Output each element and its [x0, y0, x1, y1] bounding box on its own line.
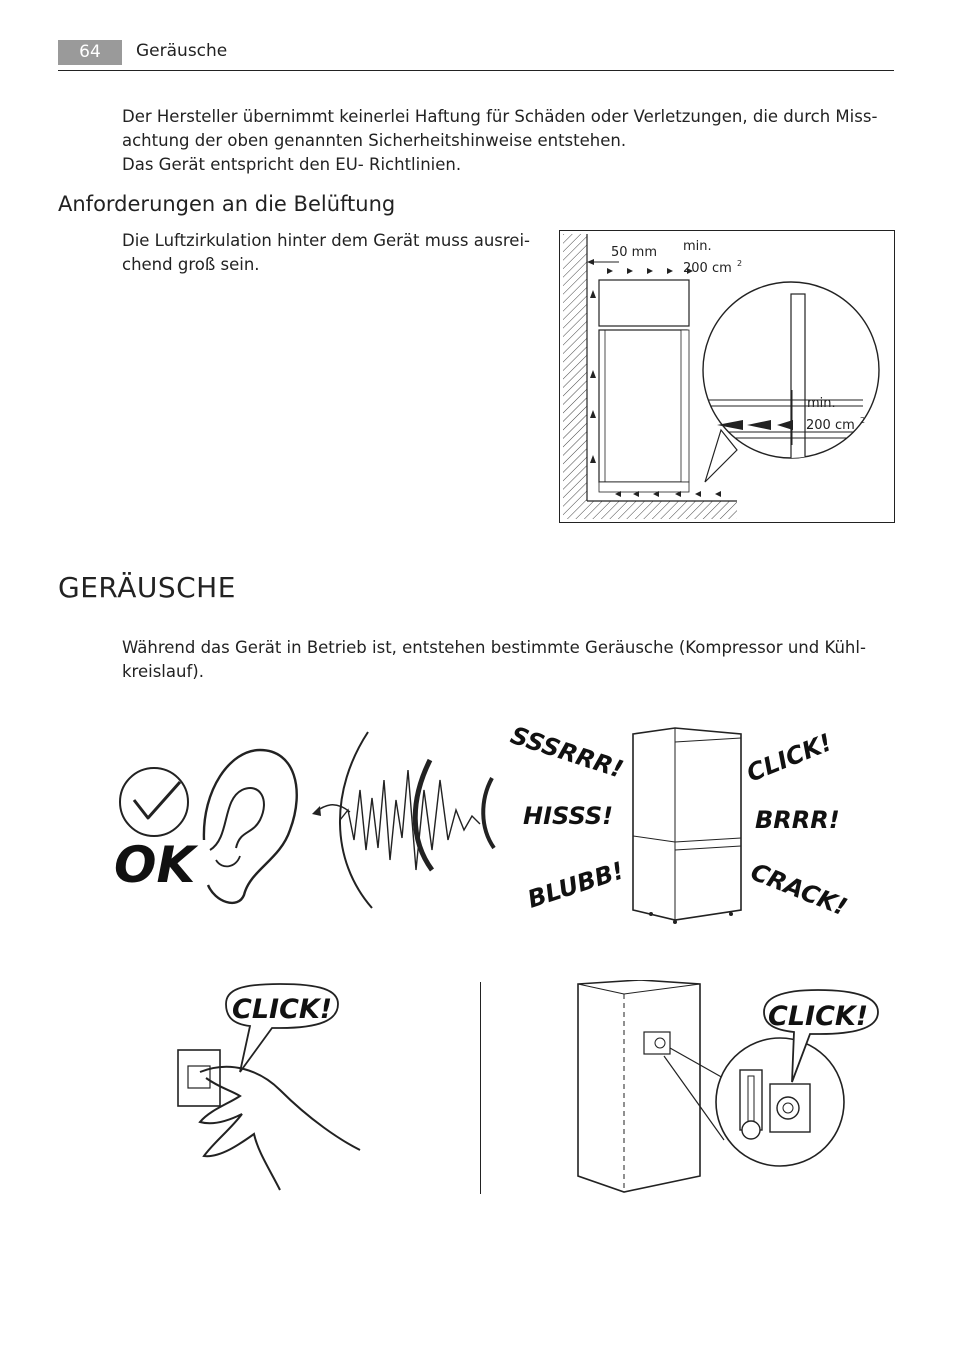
switch-click-label: CLICK!	[232, 994, 332, 1025]
sound-wave	[339, 769, 481, 871]
page-header: 64 Geräusche	[58, 40, 894, 71]
thermostat-click-illustration: CLICK!	[577, 980, 879, 1193]
ventilation-diagram: 50 mm min. 200 cm 2 min. 200 cm 2	[559, 230, 895, 523]
noises-line-2: kreislauf).	[122, 662, 204, 681]
ventilation-heading: Anforderungen an die Belüftung	[58, 192, 396, 216]
noises-paragraph: Während das Gerät in Betrieb ist, entste…	[122, 636, 866, 684]
intro-line-3: Das Gerät entspricht den EU- Richtlinien…	[122, 155, 462, 174]
running-title: Geräusche	[136, 41, 228, 61]
check-circle	[119, 767, 189, 837]
intro-paragraph: Der Hersteller übernimmt keinerlei Haftu…	[122, 105, 877, 177]
hand-icon	[199, 1065, 361, 1151]
sound-blubb: BLUBB!	[524, 856, 627, 913]
fridge-body	[598, 329, 688, 483]
zoom-area-superscript: 2	[860, 416, 865, 425]
floor-hatch	[587, 501, 737, 519]
fridge-noises-illustration: SSSRRR! HISSS! BLUBB! CLICK! BRRR! CRACK…	[507, 721, 851, 924]
bottom-airflow-arrows	[615, 491, 721, 497]
thermostat-click-label: CLICK!	[768, 1001, 868, 1032]
top-airflow-arrows	[607, 268, 693, 274]
speech-bubble	[225, 983, 339, 1073]
ventilation-line-2: chend groß sein.	[122, 255, 260, 274]
sound-hisss: HISSS!	[523, 802, 613, 830]
page-number: 64	[58, 40, 122, 65]
wall-hatch	[563, 234, 587, 519]
sound-brrr: BRRR!	[755, 806, 840, 834]
ear-icon	[202, 748, 298, 905]
cabinet-top	[598, 279, 690, 327]
sound-sssrrr: SSSRRR!	[507, 721, 626, 784]
tall-fridge-icon	[577, 980, 701, 1193]
noises-heading: GERÄUSCHE	[58, 571, 236, 604]
intro-line-1: Der Hersteller übernimmt keinerlei Haftu…	[122, 107, 878, 126]
top-area-label: 200 cm	[683, 261, 732, 276]
switch-click-illustration: CLICK!	[177, 983, 361, 1191]
ok-label: OK	[114, 836, 199, 894]
check-icon	[132, 781, 182, 820]
zoom-airflow-arrows	[717, 420, 793, 430]
zoom-area-label: 200 cm	[806, 418, 855, 433]
gap-label: 50 mm	[611, 245, 657, 260]
figure-divider	[480, 982, 481, 1194]
intro-line-2: achtung der oben genannten Sicherheitshi…	[122, 131, 627, 150]
fridge-icon	[632, 727, 742, 924]
sound-click: CLICK!	[743, 728, 836, 787]
ear-illustration: OK	[114, 731, 496, 909]
ventilation-paragraph: Die Luftzirkulation hinter dem Gerät mus…	[122, 229, 530, 277]
sound-crack: CRACK!	[747, 858, 851, 922]
noises-line-1: Während das Gerät in Betrieb ist, entste…	[122, 638, 866, 657]
top-min-label: min.	[683, 239, 712, 254]
speech-bubble-thermostat	[763, 989, 879, 1083]
top-area-superscript: 2	[737, 259, 742, 268]
ventilation-line-1: Die Luftzirkulation hinter dem Gerät mus…	[122, 231, 530, 250]
zoom-min-label: min.	[807, 396, 836, 411]
